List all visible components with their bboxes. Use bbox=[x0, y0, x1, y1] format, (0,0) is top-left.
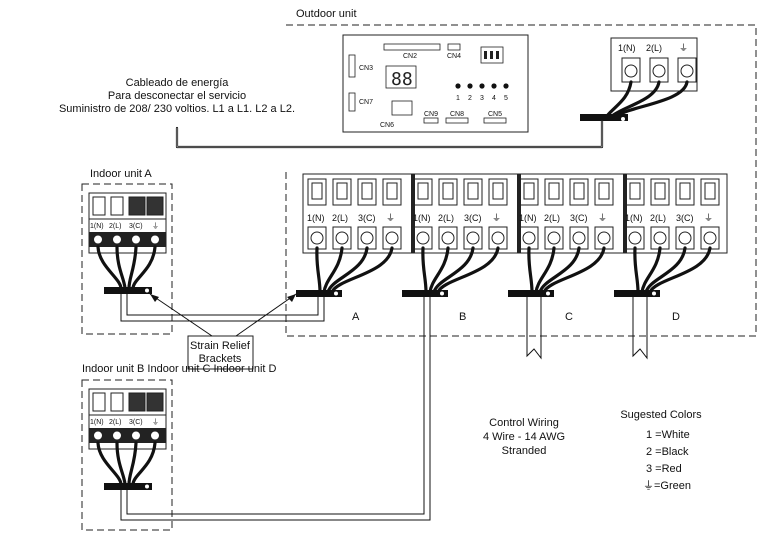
control-wiring-text-3: Stranded bbox=[502, 445, 547, 457]
indoor-unit-bcd-label: Indoor unit B Indoor unit C Indoor unit … bbox=[82, 363, 277, 375]
branch-b-label: B bbox=[459, 311, 466, 323]
control-cable-a bbox=[120, 294, 325, 322]
svg-text:88: 88 bbox=[391, 69, 413, 90]
branch-d-cable-stub bbox=[632, 297, 648, 360]
indoor-unit-a-terminal-block: 1(N) 2(L) 3(C) ⏚ bbox=[88, 192, 167, 254]
branch-a-terminal-1-label: 1(N) bbox=[307, 213, 325, 223]
cn3-label: CN3 bbox=[359, 65, 373, 72]
branch-b-terminal-2-label: 2(L) bbox=[438, 213, 454, 223]
indoor-bcd-terminal-ground-label: ⏚ bbox=[152, 418, 159, 426]
power-strain-relief-bracket bbox=[580, 114, 628, 121]
branch-c-label: C bbox=[565, 311, 573, 323]
color-legend-2: 2 =Black bbox=[646, 446, 689, 458]
branch-d-terminal-ground-label: ⏚ bbox=[704, 213, 713, 223]
led-number-5: 5 bbox=[504, 95, 508, 102]
color-legend-3: 3 =Red bbox=[646, 463, 682, 475]
control-cable-b bbox=[120, 297, 431, 521]
power-wiring-text-3: Suministro de 208/ 230 voltios. L1 a L1.… bbox=[59, 103, 295, 115]
led-number-1: 1 bbox=[456, 95, 460, 102]
branch-a-terminal-2-label: 2(L) bbox=[332, 213, 348, 223]
suggested-colors-title: Sugested Colors bbox=[620, 409, 702, 421]
power-terminal-block: 1(N) 2(L) ⏚ bbox=[610, 37, 698, 92]
indoor-unit-a-label: Indoor unit A bbox=[90, 168, 152, 180]
cn5-label: CN5 bbox=[488, 111, 502, 118]
power-wiring-text-1: Cableado de energía bbox=[126, 77, 230, 89]
indoor-unit-bcd-boundary bbox=[81, 379, 173, 531]
power-terminal-2-label: 2(L) bbox=[646, 43, 662, 53]
branch-c-terminal-2-label: 2(L) bbox=[544, 213, 560, 223]
branch-c-terminal-1-label: 1(N) bbox=[519, 213, 537, 223]
branch-d-label: D bbox=[672, 311, 680, 323]
branch-a-strain-relief-bracket bbox=[296, 290, 342, 297]
branch-a-terminal-ground-label: ⏚ bbox=[386, 213, 395, 223]
indoor-a-terminal-2-label: 2(L) bbox=[109, 223, 121, 230]
branch-d-terminal-3-label: 3(C) bbox=[676, 213, 694, 223]
cn4-label: CN4 bbox=[447, 53, 461, 60]
led-number-4: 4 bbox=[492, 95, 496, 102]
control-wiring-text-2: 4 Wire - 14 AWG bbox=[483, 431, 565, 443]
control-board: CN2 CN4 CN3 CN7 88 1 2 3 4 5 CN6 CN9 CN8… bbox=[342, 34, 529, 133]
branch-b-wiring bbox=[402, 246, 500, 297]
led-number-2: 2 bbox=[468, 95, 472, 102]
power-terminal-ground-label: ⏚ bbox=[679, 43, 688, 53]
indoor-a-terminal-3-label: 3(C) bbox=[129, 223, 143, 230]
indoor-a-terminal-ground-label: ⏚ bbox=[152, 222, 159, 230]
branch-b-terminal-1-label: 1(N) bbox=[413, 213, 431, 223]
led-number-3: 3 bbox=[480, 95, 484, 102]
indoor-bcd-terminal-1-label: 1(N) bbox=[90, 419, 104, 426]
control-wiring-text-1: Control Wiring bbox=[489, 417, 559, 429]
cn7-label: CN7 bbox=[359, 99, 373, 106]
power-terminal-1-label: 1(N) bbox=[618, 43, 636, 53]
branch-a-label: A bbox=[352, 311, 360, 323]
outdoor-unit-label: Outdoor unit bbox=[296, 8, 357, 20]
indoor-a-terminal-1-label: 1(N) bbox=[90, 223, 104, 230]
color-legend-1: 1 =White bbox=[646, 429, 690, 441]
indoor-bcd-terminal-3-label: 3(C) bbox=[129, 419, 143, 426]
branch-b-terminal-3-label: 3(C) bbox=[464, 213, 482, 223]
indoor-bcd-terminal-2-label: 2(L) bbox=[109, 419, 121, 426]
branch-a-wiring bbox=[296, 246, 394, 297]
strain-relief-text-1: Strain Relief bbox=[190, 340, 251, 352]
branch-d-terminal-2-label: 2(L) bbox=[650, 213, 666, 223]
indoor-unit-bcd-terminal-block: 1(N) 2(L) 3(C) ⏚ bbox=[88, 388, 167, 450]
indoor-a-strain-relief-bracket bbox=[104, 287, 152, 294]
branch-b-strain-relief-bracket bbox=[402, 290, 448, 297]
strain-relief-text-2: Brackets bbox=[199, 353, 242, 365]
branch-terminal-block: 1(N) 2(L) 3(C) ⏚ 1(N) 2(L) 3(C) ⏚ 1(N) 2… bbox=[302, 173, 728, 254]
seven-segment-display bbox=[385, 65, 417, 89]
indoor-unit-a-boundary bbox=[81, 183, 173, 335]
dip-switch bbox=[480, 46, 504, 64]
strain-relief-callout bbox=[187, 335, 254, 370]
branch-d-terminal-1-label: 1(N) bbox=[625, 213, 643, 223]
power-wiring-text-2: Para desconectar el servicio bbox=[108, 90, 246, 102]
cn6-label: CN6 bbox=[380, 122, 394, 129]
cn9-label: CN9 bbox=[424, 111, 438, 118]
branch-c-strain-relief-bracket bbox=[508, 290, 554, 297]
cn2-label: CN2 bbox=[403, 53, 417, 60]
branch-c-terminal-3-label: 3(C) bbox=[570, 213, 588, 223]
branch-c-terminal-ground-label: ⏚ bbox=[598, 213, 607, 223]
branch-d-strain-relief-bracket bbox=[614, 290, 660, 297]
outdoor-unit-boundary bbox=[285, 24, 757, 337]
indoor-bcd-strain-relief-bracket bbox=[104, 483, 152, 490]
cn8-label: CN8 bbox=[450, 111, 464, 118]
branch-a-terminal-3-label: 3(C) bbox=[358, 213, 376, 223]
branch-d-wiring bbox=[614, 246, 712, 297]
color-legend-ground: ⏚=Green bbox=[643, 479, 691, 492]
branch-c-wiring bbox=[508, 246, 606, 297]
branch-c-cable-stub bbox=[526, 297, 542, 360]
branch-b-terminal-ground-label: ⏚ bbox=[492, 213, 501, 223]
